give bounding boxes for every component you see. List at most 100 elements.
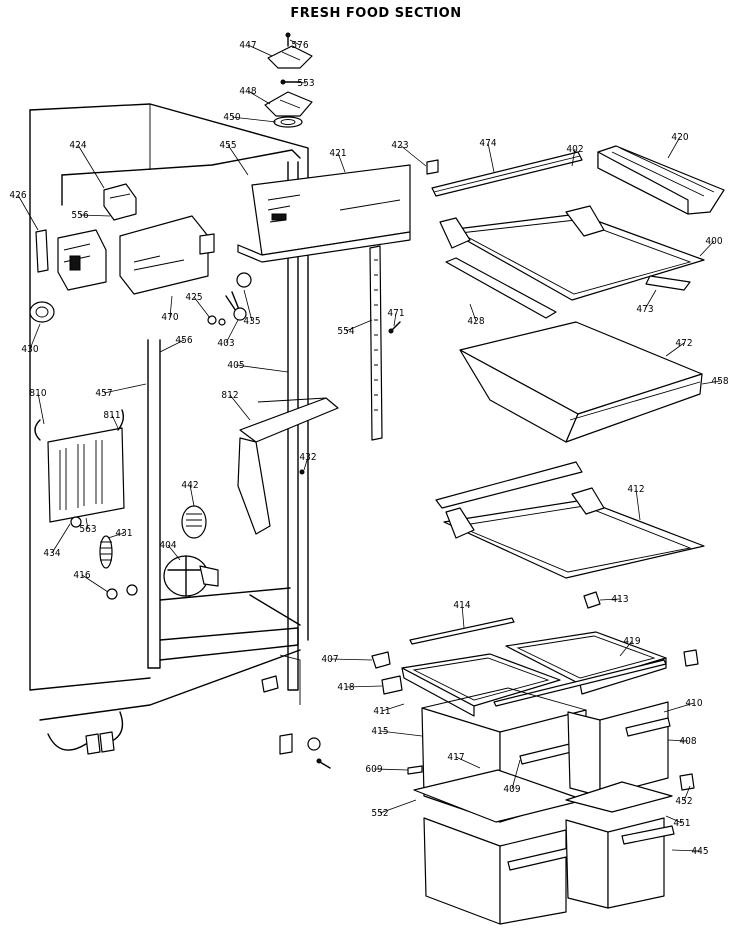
part-442-damper [163, 555, 219, 597]
callout-455: 455 [219, 140, 236, 151]
leader-425 [193, 296, 211, 319]
part-474-trim [431, 151, 583, 197]
callout-474: 474 [479, 138, 496, 149]
part-552 [316, 758, 331, 769]
part-471-pan-cover [459, 321, 703, 443]
leader-423 [399, 144, 427, 167]
callout-470: 470 [161, 312, 178, 323]
callout-413: 413 [611, 594, 628, 605]
part-810-heater [34, 409, 125, 523]
leader-409 [511, 759, 521, 790]
callout-425: 425 [185, 292, 202, 303]
part-428-knob [29, 301, 55, 323]
part-404-shelf [435, 461, 705, 579]
part-554 [388, 321, 401, 334]
callout-471: 471 [387, 308, 404, 319]
leader-474 [487, 142, 495, 173]
leader-434 [51, 523, 71, 554]
leader-442 [189, 484, 195, 507]
callout-428: 428 [467, 316, 484, 327]
leader-450 [231, 116, 277, 123]
leader-812 [229, 394, 251, 421]
callout-434: 434 [43, 548, 60, 559]
callout-417: 417 [447, 752, 464, 763]
part-415-frame [413, 769, 673, 823]
callout-451: 451 [673, 818, 690, 829]
leader-452 [683, 785, 691, 802]
leader-413 [599, 598, 621, 601]
callout-810: 810 [29, 388, 46, 399]
callout-421: 421 [329, 148, 346, 159]
part-452 [279, 733, 293, 755]
callout-609: 609 [365, 764, 382, 775]
callout-426: 426 [9, 190, 26, 201]
leader-403 [225, 319, 239, 344]
part-416-rod-mid [493, 659, 667, 707]
leader-556 [79, 214, 111, 217]
leader-414 [461, 604, 465, 629]
callout-404: 404 [159, 540, 176, 551]
callout-473: 473 [636, 304, 653, 315]
part-434 [181, 505, 207, 539]
leader-402 [571, 148, 576, 167]
callout-811: 811 [103, 410, 120, 421]
leader-457 [103, 383, 147, 394]
callout-412: 412 [627, 484, 644, 495]
callout-552: 552 [371, 808, 388, 819]
callout-472: 472 [675, 338, 692, 349]
callout-442: 442 [181, 480, 198, 491]
leader-419 [619, 640, 633, 657]
part-470 [207, 315, 226, 326]
leader-412 [635, 488, 641, 521]
leader-400 [699, 240, 715, 257]
part-811 [70, 516, 82, 528]
leader-418 [345, 685, 383, 688]
callout-563: 563 [79, 524, 96, 535]
leader-811 [111, 414, 119, 429]
leader-554 [345, 319, 373, 332]
leader-426 [17, 194, 39, 231]
leader-609 [373, 768, 409, 771]
callout-554: 554 [337, 326, 354, 337]
part-447 [267, 45, 313, 69]
part-435 [225, 291, 247, 321]
leader-810 [37, 392, 45, 425]
part-420-bin [597, 145, 725, 215]
part-432-spring [99, 535, 113, 569]
part-426 [57, 229, 107, 291]
callout-452: 452 [675, 796, 692, 807]
leader-407 [329, 658, 373, 661]
part-563 [299, 469, 305, 475]
part-416-left-peg [407, 765, 423, 775]
callout-556: 556 [71, 210, 88, 221]
cabinet-liner [29, 103, 309, 721]
callout-553: 553 [297, 78, 314, 89]
leader-404 [167, 544, 181, 561]
leader-430 [29, 323, 41, 350]
part-425 [236, 272, 252, 288]
callout-410: 410 [685, 698, 702, 709]
part-405-cover [237, 397, 339, 535]
callout-445: 445 [691, 846, 708, 857]
part-609 [261, 675, 279, 693]
leader-431 [107, 532, 125, 539]
leader-455 [227, 144, 249, 176]
part-408-left-bin [423, 817, 589, 925]
part-473-trim [445, 257, 691, 319]
part-412 [583, 591, 601, 609]
part-407-right-bin [567, 701, 671, 797]
callout-407: 407 [321, 654, 338, 665]
leader-408 [667, 739, 689, 742]
leader-432 [303, 456, 309, 471]
leader-471 [393, 312, 397, 327]
leader-456 [159, 339, 185, 353]
callout-457: 457 [95, 388, 112, 399]
leader-410 [663, 702, 695, 713]
part-419 [381, 675, 403, 695]
part-423 [426, 159, 439, 175]
callout-418: 418 [337, 682, 354, 693]
part-416-rod [409, 617, 515, 645]
callout-403: 403 [217, 338, 234, 349]
